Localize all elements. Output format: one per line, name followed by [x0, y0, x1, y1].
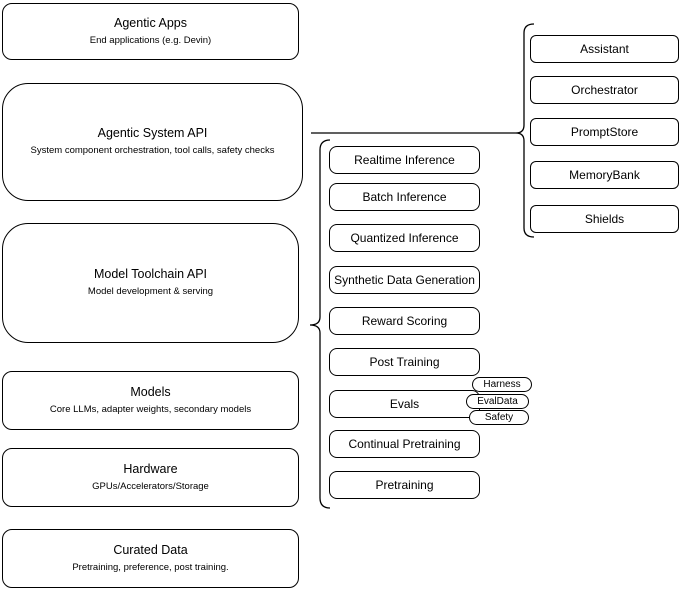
- component-orchestrator: Orchestrator: [530, 76, 679, 104]
- badge-harness: Harness: [472, 377, 532, 392]
- node-models: Models Core LLMs, adapter weights, secon…: [2, 371, 299, 430]
- node-subtitle: Model development & serving: [87, 286, 214, 298]
- toolchain-item-synthetic-data-generation: Synthetic Data Generation: [329, 266, 480, 294]
- node-title: Model Toolchain API: [93, 267, 208, 282]
- node-agentic-apps: Agentic Apps End applications (e.g. Devi…: [2, 3, 299, 60]
- badge-safety: Safety: [469, 410, 529, 425]
- node-subtitle: Pretraining, preference, post training.: [72, 561, 229, 573]
- node-hardware: Hardware GPUs/Accelerators/Storage: [2, 448, 299, 507]
- node-subtitle: Core LLMs, adapter weights, secondary mo…: [49, 403, 252, 415]
- toolchain-item-continual-pretraining: Continual Pretraining: [329, 430, 480, 458]
- toolchain-item-batch-inference: Batch Inference: [329, 183, 480, 211]
- node-subtitle: GPUs/Accelerators/Storage: [92, 480, 209, 492]
- toolchain-item-pretraining: Pretraining: [329, 471, 480, 499]
- node-title: Curated Data: [113, 542, 188, 557]
- component-assistant: Assistant: [530, 35, 679, 63]
- node-title: Hardware: [123, 461, 178, 476]
- node-title: Agentic Apps: [114, 15, 187, 30]
- toolchain-item-evals: Evals: [329, 390, 480, 418]
- toolchain-item-post-training: Post Training: [329, 348, 480, 376]
- toolchain-item-realtime-inference: Realtime Inference: [329, 146, 480, 174]
- badge-evaldata: EvalData: [466, 394, 529, 409]
- component-promptstore: PromptStore: [530, 118, 679, 146]
- component-memorybank: MemoryBank: [530, 161, 679, 189]
- toolchain-brace: [309, 139, 331, 509]
- node-subtitle: End applications (e.g. Devin): [89, 34, 212, 46]
- node-title: Models: [130, 384, 171, 399]
- node-model-toolchain-api: Model Toolchain API Model development & …: [2, 223, 299, 343]
- component-shields: Shields: [530, 205, 679, 233]
- node-curated-data: Curated Data Pretraining, preference, po…: [2, 529, 299, 588]
- node-agentic-system-api: Agentic System API System component orch…: [2, 83, 303, 201]
- toolchain-item-quantized-inference: Quantized Inference: [329, 224, 480, 252]
- node-title: Agentic System API: [97, 126, 208, 141]
- toolchain-item-reward-scoring: Reward Scoring: [329, 307, 480, 335]
- node-subtitle: System component orchestration, tool cal…: [30, 145, 275, 157]
